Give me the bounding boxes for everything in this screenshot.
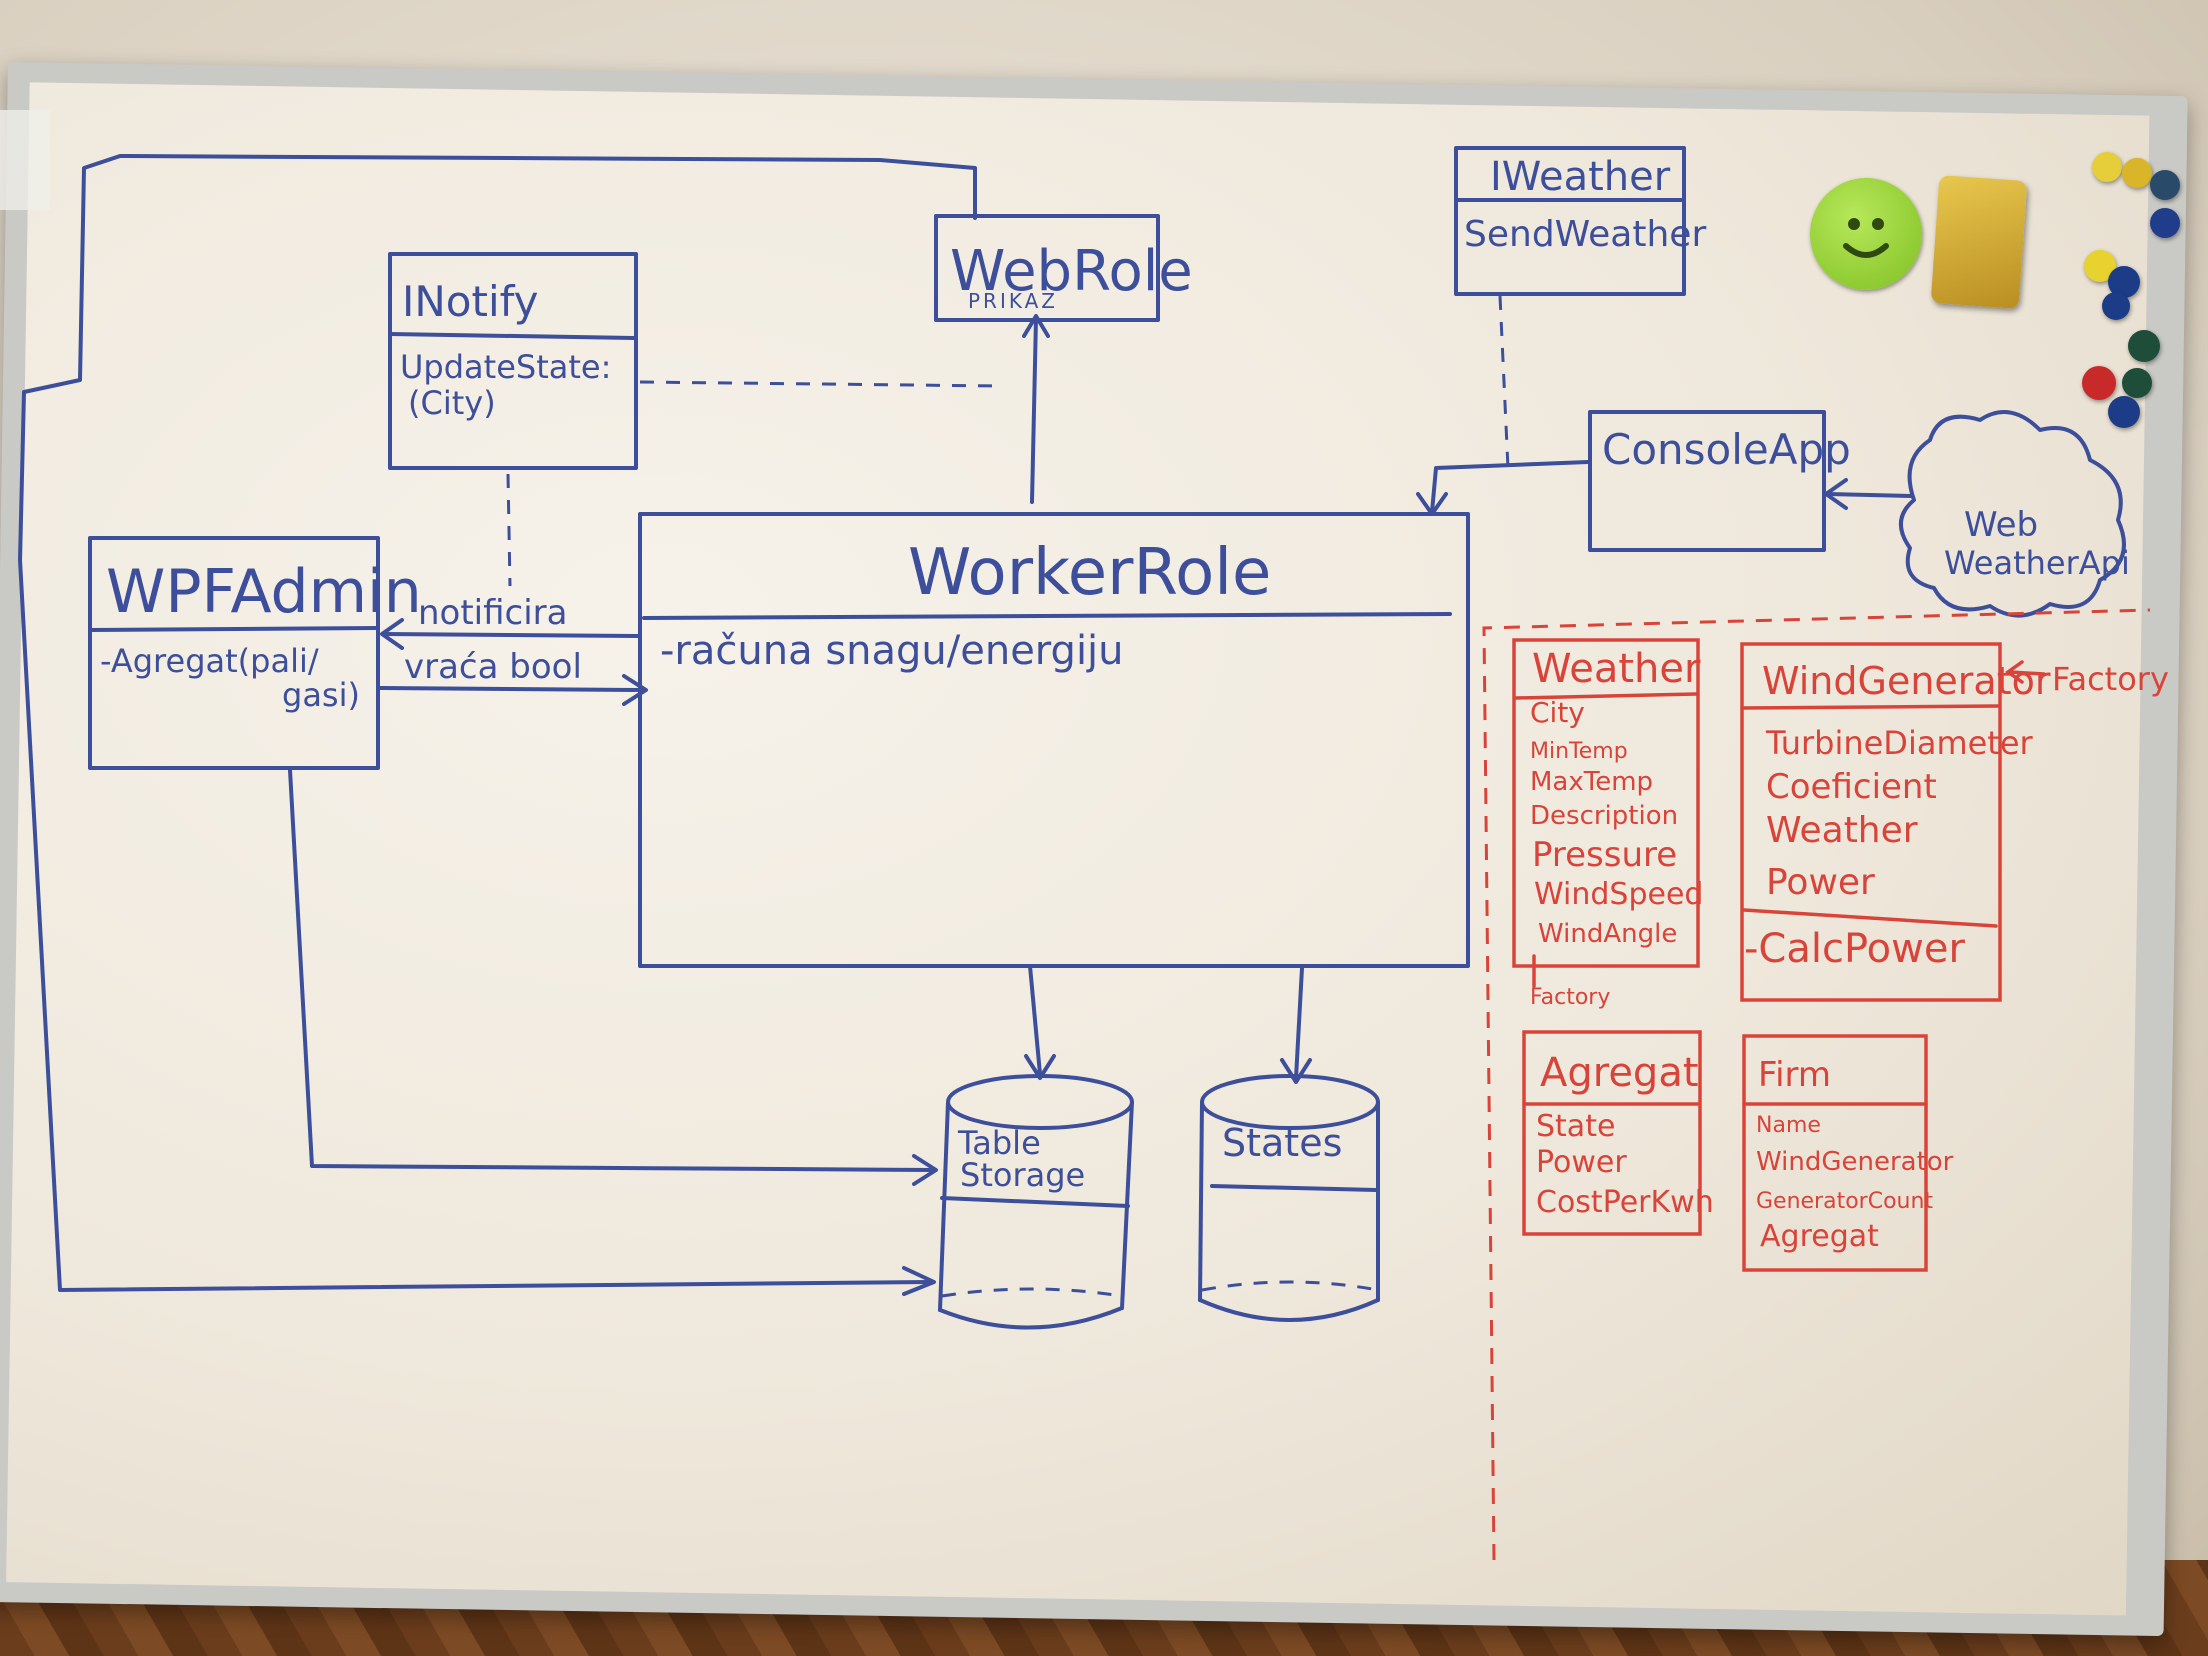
table-storage-label: Table xyxy=(957,1124,1041,1162)
agregat-field: CostPerKwh xyxy=(1536,1185,1714,1220)
weather-field: MinTemp xyxy=(1530,739,1628,764)
weather-class-title: Weather xyxy=(1532,646,1701,692)
console-worker-arrowhead xyxy=(1416,492,1448,516)
wpfadmin-title: WPFAdmin xyxy=(106,557,422,627)
worker-states-arrow xyxy=(1294,966,1304,1080)
agregat-field: Power xyxy=(1536,1145,1627,1180)
console-worker-connector xyxy=(1430,460,1590,514)
iweather-impl-dashed xyxy=(1498,295,1510,469)
worker-states-arrowhead xyxy=(1280,1058,1312,1084)
magnet-icon xyxy=(2102,292,2130,320)
firm-class-title: Firm xyxy=(1758,1055,1831,1095)
inotify-box xyxy=(388,252,638,470)
models-region-boundary xyxy=(1482,608,2151,1561)
workerrole-title: WorkerRole xyxy=(908,536,1271,610)
agregat-class-box xyxy=(1522,1030,1702,1236)
firm-class-box xyxy=(1742,1034,1928,1272)
wpfadmin-member: -Agregat(pali/ xyxy=(100,642,319,680)
weather-field: City xyxy=(1530,696,1585,729)
windgenerator-class-title: WindGenerator xyxy=(1762,659,2051,703)
firm-field: GeneratorCount xyxy=(1756,1189,1933,1214)
weather-field: WindAngle xyxy=(1538,919,1677,949)
notify-arrow xyxy=(382,632,642,638)
magnet-icon xyxy=(2108,396,2140,428)
consoleapp-title: ConsoleApp xyxy=(1602,425,1851,474)
api-console-arrowhead xyxy=(1824,478,1848,510)
weather-field: MaxTemp xyxy=(1530,767,1653,797)
weather-field: Description xyxy=(1530,801,1678,831)
windgenerator-factory-arrow xyxy=(2008,670,2046,676)
weather-field: Pressure xyxy=(1532,835,1677,875)
webweatherapi-cloud xyxy=(1899,410,2126,618)
worker-table-arrow xyxy=(1028,964,1042,1076)
windgenerator-divider xyxy=(1740,704,2000,710)
webweatherapi-label: WeatherApi xyxy=(1944,544,2130,582)
returns-label: vraća bool xyxy=(404,647,582,687)
magnet-icon xyxy=(2122,158,2152,188)
agregat-field: State xyxy=(1536,1109,1615,1144)
states-label: States xyxy=(1222,1121,1342,1165)
inotify-title: INotify xyxy=(402,277,539,326)
weather-class-divider xyxy=(1514,692,1698,700)
returns-arrow xyxy=(378,686,646,692)
weather-class-box xyxy=(1512,638,1700,968)
magnet-icon xyxy=(2082,366,2116,400)
wpfadmin-divider xyxy=(88,626,380,632)
windgenerator-divider xyxy=(1742,908,1998,928)
outer-connector xyxy=(18,154,977,1292)
table-storage-label: Storage xyxy=(960,1156,1085,1194)
agregat-class-title: Agregat xyxy=(1540,1050,1699,1096)
magnet-icon xyxy=(2128,330,2160,362)
weather-field: WindSpeed xyxy=(1534,877,1703,912)
wpfadmin-box xyxy=(88,536,380,770)
wpf-table-connector xyxy=(288,768,936,1172)
windgenerator-class-box xyxy=(1740,642,2002,1002)
workerrole-box xyxy=(638,512,1470,968)
windgenerator-field: TurbineDiameter xyxy=(1765,724,2034,762)
firm-field: Agregat xyxy=(1760,1219,1879,1254)
magnet-icon xyxy=(2092,152,2122,182)
inotify-impl-dashed xyxy=(639,380,1001,388)
windgenerator-field: Weather xyxy=(1766,810,1918,851)
workerrole-divider xyxy=(642,612,1452,620)
table-storage-cylinder xyxy=(938,1074,1134,1330)
workerrole-member: -računa snagu/energiju xyxy=(660,628,1124,674)
notify-label: notificira xyxy=(418,593,568,633)
windgenerator-method: -CalcPower xyxy=(1744,926,1965,972)
windgenerator-field: Coeficient xyxy=(1766,767,1937,807)
outer-arrowhead xyxy=(902,1266,936,1296)
firm-field: Name xyxy=(1756,1113,1821,1138)
webrole-note: PRIKAZ xyxy=(968,289,1058,313)
returns-arrowhead xyxy=(622,674,648,706)
iweather-title: IWeather xyxy=(1490,154,1671,200)
wpf-table-arrowhead xyxy=(912,1154,938,1186)
notify-arrowhead xyxy=(380,618,404,650)
iweather-box xyxy=(1454,146,1686,296)
windgenerator-field: Power xyxy=(1766,862,1875,903)
worker-webrole-arrow xyxy=(1030,316,1038,504)
smiley-magnet-icon xyxy=(1810,178,1922,290)
states-cylinder xyxy=(1198,1074,1380,1322)
windgenerator-factory-note: Factory xyxy=(2052,660,2169,698)
webweatherapi-label: Web xyxy=(1964,505,2038,545)
magnet-icon xyxy=(2150,170,2180,200)
inotify-member: UpdateState: xyxy=(400,348,611,386)
webrole-box xyxy=(934,214,1160,322)
webrole-title: WebRole xyxy=(950,239,1193,304)
consoleapp-box xyxy=(1588,410,1826,552)
iweather-member: SendWeather xyxy=(1464,214,1706,255)
worker-webrole-arrowhead xyxy=(1022,314,1050,338)
inotify-wpf-dashed xyxy=(506,473,512,587)
sticky-note xyxy=(0,110,50,210)
weather-factory-note: Factory xyxy=(1530,985,1610,1010)
magnet-icon xyxy=(2150,208,2180,238)
firm-field: WindGenerator xyxy=(1756,1147,1954,1177)
windgenerator-factory-arrowhead xyxy=(2004,660,2024,684)
inotify-divider xyxy=(388,332,636,340)
api-console-arrow xyxy=(1826,492,1914,498)
inotify-member: (City) xyxy=(408,384,496,422)
magnet-icon xyxy=(2122,368,2152,398)
wpfadmin-member: gasi) xyxy=(282,676,360,714)
